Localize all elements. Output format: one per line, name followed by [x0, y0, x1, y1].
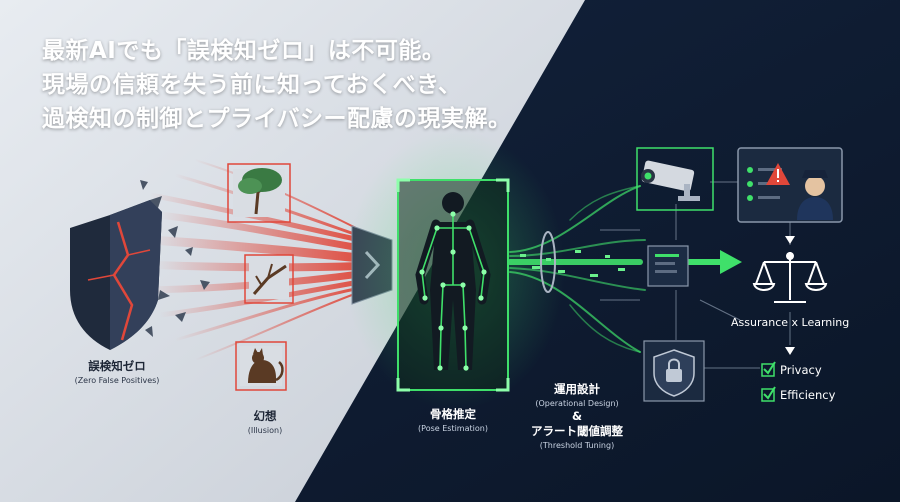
- pose-label: 骨格推定 (Pose Estimation): [398, 406, 508, 433]
- shield-broken-icon: [70, 200, 162, 350]
- cat-icon: [235, 341, 287, 391]
- arrow-down-icon: [785, 347, 795, 355]
- threshold-subtitle: (Threshold Tuning): [539, 441, 615, 450]
- cctv-camera-icon: [636, 147, 714, 211]
- arrow-down-icon: [785, 236, 795, 244]
- green-data-flows: [507, 185, 725, 353]
- headline-line-3: 過検知の制御とプライバシー配慮の現実解。: [42, 106, 512, 132]
- data-particles: [520, 250, 625, 277]
- pose-title: 骨格推定: [430, 407, 476, 421]
- lock-shield-icon: [643, 340, 705, 402]
- zero-fp-title: 誤検知ゼロ: [88, 359, 146, 373]
- branch-icon: [244, 254, 294, 304]
- operational-title: 運用設計: [554, 382, 600, 396]
- operational-subtitle: (Operational Design): [535, 399, 619, 408]
- assurance-label: Assurance x Learning: [731, 316, 850, 329]
- lens-ring-icon: [540, 231, 556, 293]
- illusion-subtitle: (Illusion): [247, 426, 283, 435]
- flow-arrow-head: [720, 250, 742, 274]
- shield-shards: [140, 180, 210, 337]
- illusion-label: 幻想 (Illusion): [225, 408, 305, 435]
- illusion-title: 幻想: [253, 409, 277, 423]
- privacy-label: Privacy: [780, 363, 822, 377]
- zero-fp-subtitle: (Zero False Positives): [74, 376, 160, 385]
- headline-line-1: 最新AIでも「誤検知ゼロ」は不可能。: [42, 38, 446, 64]
- headline: 最新AIでも「誤検知ゼロ」は不可能。 現場の信頼を失う前に知っておくべき、 過検…: [42, 34, 512, 136]
- guard-monitor-icon: [737, 147, 843, 223]
- data-card-icon: [647, 245, 689, 287]
- scales-icon: [752, 252, 828, 303]
- threshold-title: アラート閾値調整: [531, 424, 623, 438]
- human-pose-icon: [396, 178, 510, 392]
- check-icon: [761, 361, 776, 377]
- headline-line-2: 現場の信頼を失う前に知っておくべき、: [42, 72, 462, 98]
- ampersand: &: [571, 409, 583, 423]
- efficiency-label: Efficiency: [780, 388, 836, 402]
- operational-label: 運用設計 (Operational Design) & アラート閾値調整 (Th…: [522, 381, 632, 450]
- red-noise-streaks: [145, 159, 365, 361]
- zero-fp-label: 誤検知ゼロ (Zero False Positives): [62, 358, 172, 385]
- pose-subtitle: (Pose Estimation): [418, 424, 488, 433]
- tree-icon: [227, 163, 291, 223]
- check-icon: [761, 386, 776, 402]
